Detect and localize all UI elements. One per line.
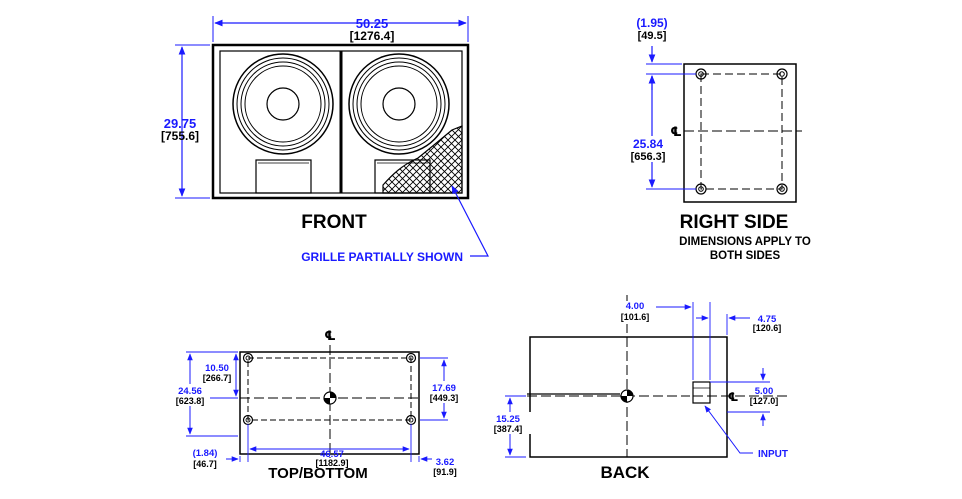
front-cabinet	[211, 43, 470, 200]
right-side-view: ℄ (1.95) [49.5] 25.84 [656.3] RIGHT SIDE…	[628, 16, 811, 262]
left-woofer	[232, 53, 334, 155]
side-note-2: BOTH SIDES	[710, 250, 781, 262]
top-bottom-view: ℄ 10.50 [266.7] 24.56 [623.8] 17.69 [449…	[171, 328, 460, 482]
side-top-in: (1.95)	[636, 16, 667, 30]
side-panel	[683, 63, 797, 203]
top-d1-in: 10.50	[205, 363, 229, 374]
side-top-mm: [49.5]	[638, 30, 667, 42]
back-d4-mm: [387.4]	[494, 424, 523, 434]
top-d3-in: 17.69	[432, 383, 456, 394]
top-d4-in: (1.84)	[193, 448, 218, 459]
side-title: RIGHT SIDE	[680, 212, 789, 233]
left-port	[255, 159, 312, 194]
input-panel	[692, 381, 711, 404]
top-d1-mm: [266.7]	[203, 373, 232, 383]
front-height-mm: [755.6]	[161, 129, 199, 143]
side-span-in: 25.84	[633, 137, 663, 151]
top-d3-mm: [449.3]	[430, 393, 459, 403]
back-d2-in: 4.75	[758, 314, 777, 325]
back-view: ℄ 4.00 [101.6] 4.75 [120.6] 5.00 [127.0]…	[487, 295, 790, 482]
top-d2-mm: [623.8]	[176, 396, 205, 406]
back-d1-mm: [101.6]	[621, 312, 650, 322]
back-d3-mm: [127.0]	[750, 396, 779, 406]
top-d6-mm: [91.9]	[433, 467, 457, 477]
back-d1-in: 4.00	[626, 301, 645, 312]
top-d6-in: 3.62	[436, 457, 455, 468]
right-woofer	[348, 53, 450, 155]
top-centerline: ℄	[324, 328, 336, 343]
front-title: FRONT	[301, 212, 367, 233]
front-width-in: 50.25	[356, 16, 389, 31]
top-d5-in: 46.57	[320, 449, 344, 460]
front-width-mm: [1276.4]	[350, 29, 395, 43]
back-d4-in: 15.25	[496, 414, 520, 425]
side-note-1: DIMENSIONS APPLY TO	[679, 236, 811, 248]
back-d3-in: 5.00	[755, 386, 774, 397]
top-d2-in: 24.56	[178, 386, 202, 397]
side-span-mm: [656.3]	[631, 151, 666, 163]
back-centerline: ℄	[728, 390, 739, 404]
top-d4-mm: [46.7]	[193, 459, 217, 469]
front-view: 50.25 [1276.4] 29.75 [755.6] FRONT GRILL…	[161, 16, 489, 264]
back-title: BACK	[600, 463, 650, 482]
grille-leader	[451, 185, 489, 257]
grille-cutaway	[382, 125, 463, 194]
grille-note: GRILLE PARTIALLY SHOWN	[301, 250, 463, 264]
front-height-in: 29.75	[164, 116, 197, 131]
input-label: INPUT	[758, 449, 788, 460]
top-title: TOP/BOTTOM	[268, 465, 367, 482]
input-leader	[704, 405, 753, 454]
side-centerline: ℄	[670, 124, 682, 139]
back-d2-mm: [120.6]	[753, 323, 782, 333]
back-panel	[529, 336, 728, 458]
top-d5-mm: [1182.9]	[315, 458, 348, 468]
